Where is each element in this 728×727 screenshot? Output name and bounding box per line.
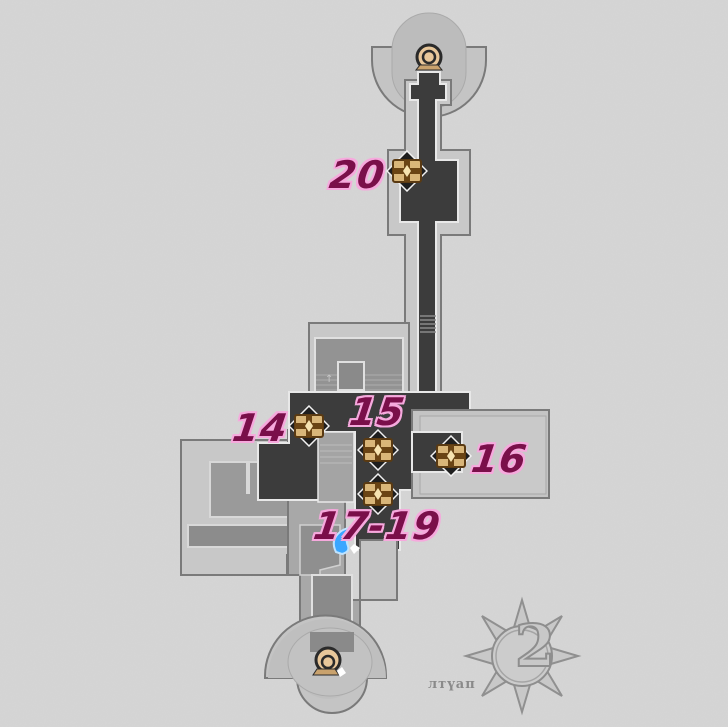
floor-number: 2 <box>514 611 556 681</box>
floor-name: лтүап <box>428 677 476 692</box>
chest-17-19-icon[interactable] <box>357 473 399 515</box>
svg-text:↑: ↑ <box>325 374 333 385</box>
stairs-north <box>420 315 436 333</box>
treasure-label-15: 15 <box>346 390 408 434</box>
south-exit-warp-icon[interactable] <box>309 645 347 681</box>
compass-star-icon <box>462 596 582 716</box>
treasure-label-14: 14 <box>229 406 291 450</box>
north-exit-warp-icon[interactable] <box>412 42 446 76</box>
treasure-label-17-19: 17-19 <box>310 504 444 548</box>
treasure-label-20: 20 <box>326 153 388 197</box>
chest-20-icon[interactable] <box>386 150 428 192</box>
chest-16-icon[interactable] <box>430 435 472 477</box>
chest-15-icon[interactable] <box>357 429 399 471</box>
upper-left-stair-room: ↑ <box>308 322 410 399</box>
treasure-label-16: 16 <box>468 437 530 481</box>
south-east-alcove <box>359 539 398 601</box>
chest-14-icon[interactable] <box>288 405 330 447</box>
player-position-icon <box>332 527 360 556</box>
